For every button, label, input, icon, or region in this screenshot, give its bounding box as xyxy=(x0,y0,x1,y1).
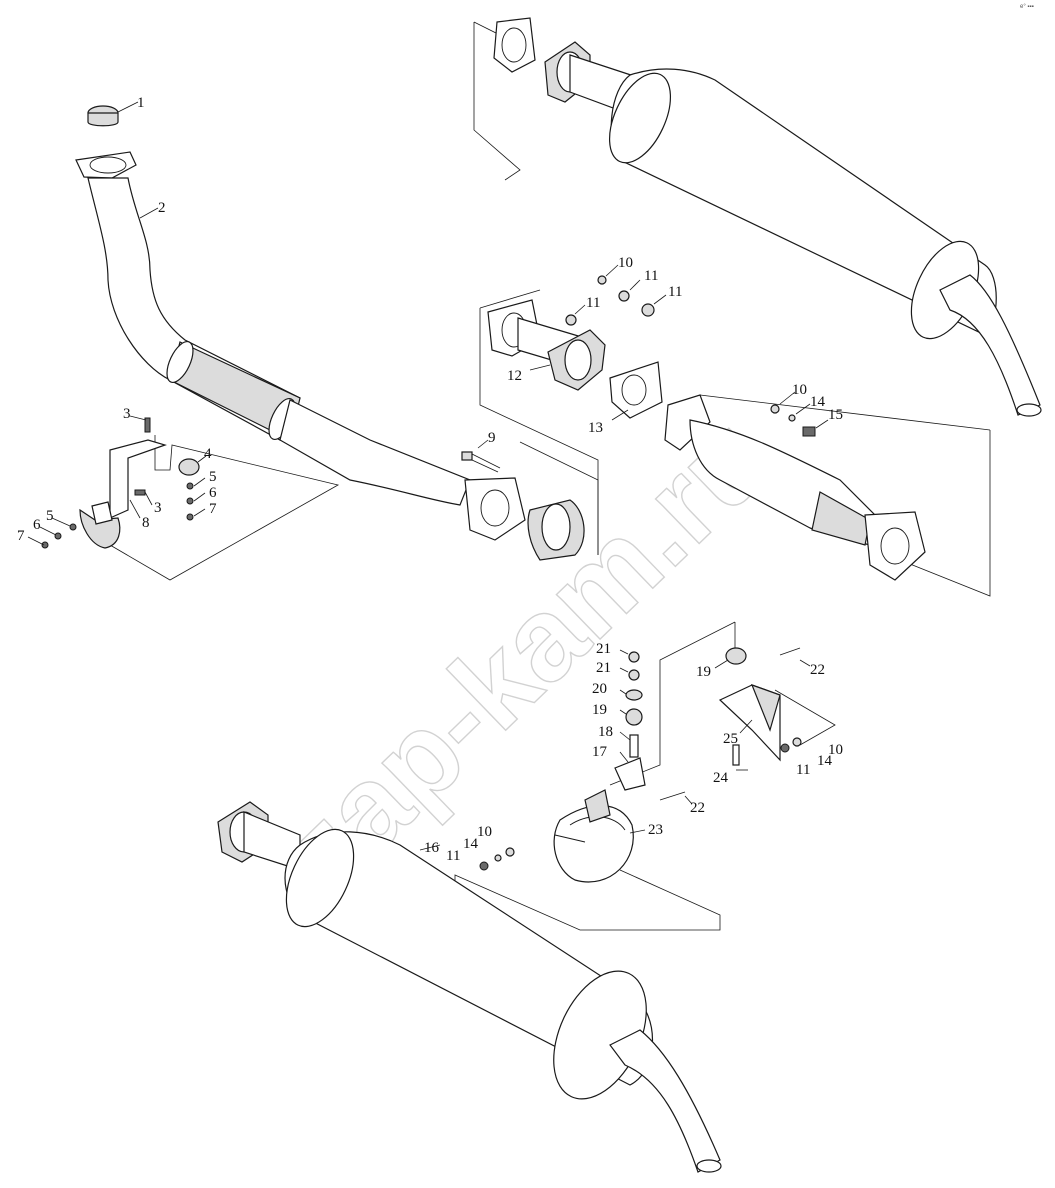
callout-20: 20 xyxy=(592,681,607,697)
callout-6-left: 6 xyxy=(33,517,41,533)
callout-2: 2 xyxy=(158,200,166,216)
callout-3-top: 3 xyxy=(123,406,131,422)
callout-7-left: 7 xyxy=(17,528,25,544)
top-nuts-group xyxy=(565,275,655,326)
callout-4: 4 xyxy=(204,446,212,462)
callout-11-b: 11 xyxy=(668,284,682,300)
callout-25: 25 xyxy=(723,731,738,747)
callout-22-top: 22 xyxy=(810,662,825,678)
callout-17: 17 xyxy=(592,744,608,760)
callout-labels: 1 2 3 3 4 5 6 7 8 5 6 7 9 10 11 11 11 12… xyxy=(17,95,843,864)
rear-muffler-bottom xyxy=(217,801,722,1173)
callout-3-bottom: 3 xyxy=(154,500,162,516)
callout-10-muffler: 10 xyxy=(477,824,492,840)
callout-5-right: 5 xyxy=(209,469,217,485)
hanger-assembly xyxy=(609,621,836,801)
callout-11-c: 11 xyxy=(586,295,600,311)
callout-19-left: 19 xyxy=(592,702,607,718)
callout-11-hanger: 11 xyxy=(796,762,810,778)
callout-21-a: 21 xyxy=(596,641,611,657)
callout-14-cat: 14 xyxy=(810,394,826,410)
catalyst-mid-pipe xyxy=(479,289,991,597)
callout-10-hanger: 10 xyxy=(828,742,843,758)
callout-13: 13 xyxy=(588,420,603,436)
callout-12: 12 xyxy=(507,368,522,384)
callout-11-muffler: 11 xyxy=(446,848,460,864)
front-bracket-assembly xyxy=(41,417,340,581)
callout-6-right: 6 xyxy=(209,485,217,501)
bolt-9 xyxy=(461,451,501,473)
callout-23: 23 xyxy=(648,822,663,838)
callout-21-b: 21 xyxy=(596,660,611,676)
callout-24: 24 xyxy=(713,770,729,786)
front-exhaust-pipe xyxy=(75,105,599,561)
callout-15: 15 xyxy=(828,407,843,423)
callout-leaders xyxy=(27,101,829,851)
callout-11-a: 11 xyxy=(644,268,658,284)
callout-7-right: 7 xyxy=(209,501,217,517)
callout-8: 8 xyxy=(142,515,150,531)
callout-14-hanger: 14 xyxy=(817,753,833,769)
callout-10-top: 10 xyxy=(618,255,633,271)
corner-mark: e° ▪▪▪ xyxy=(1020,4,1034,10)
callout-16: 16 xyxy=(424,840,440,856)
callout-14-muffler: 14 xyxy=(463,836,479,852)
clamp-23 xyxy=(553,789,634,883)
callout-1: 1 xyxy=(137,95,145,111)
callout-9: 9 xyxy=(488,430,496,446)
callout-22-bottom: 22 xyxy=(690,800,705,816)
callout-18: 18 xyxy=(598,724,613,740)
rear-muffler-top xyxy=(473,17,1042,417)
callout-19-right: 19 xyxy=(696,664,711,680)
callout-5-left: 5 xyxy=(46,508,54,524)
callout-10-cat: 10 xyxy=(792,382,807,398)
